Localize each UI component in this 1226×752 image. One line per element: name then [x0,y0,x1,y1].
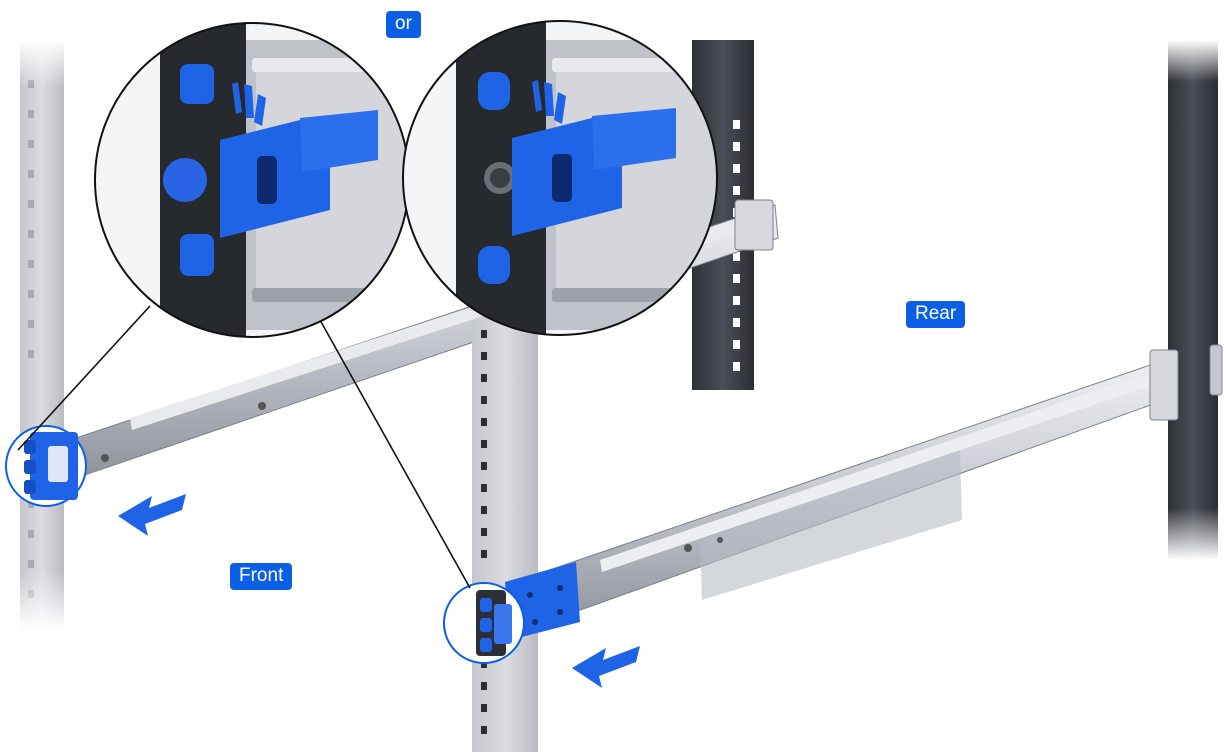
latch-detail-callout-upper [5,425,87,507]
label-rear: Rear [906,301,966,328]
label-or: or [386,11,421,38]
zoom-view-right [402,20,718,336]
signal-burst-icon [532,80,566,124]
zoom-view-left [94,22,410,338]
arrow-left-icon [118,494,186,536]
latch-detail-callout-lower [443,582,525,664]
rack-post-front-center [472,320,538,752]
rail-lower [519,344,1223,631]
rack-post-right-rear [1168,40,1218,560]
arrow-left-icon [572,646,640,688]
label-front: Front [230,563,293,590]
signal-burst-icon [232,82,266,126]
rack-post-left-front [20,40,64,630]
zoom-leader-lines [17,305,471,589]
